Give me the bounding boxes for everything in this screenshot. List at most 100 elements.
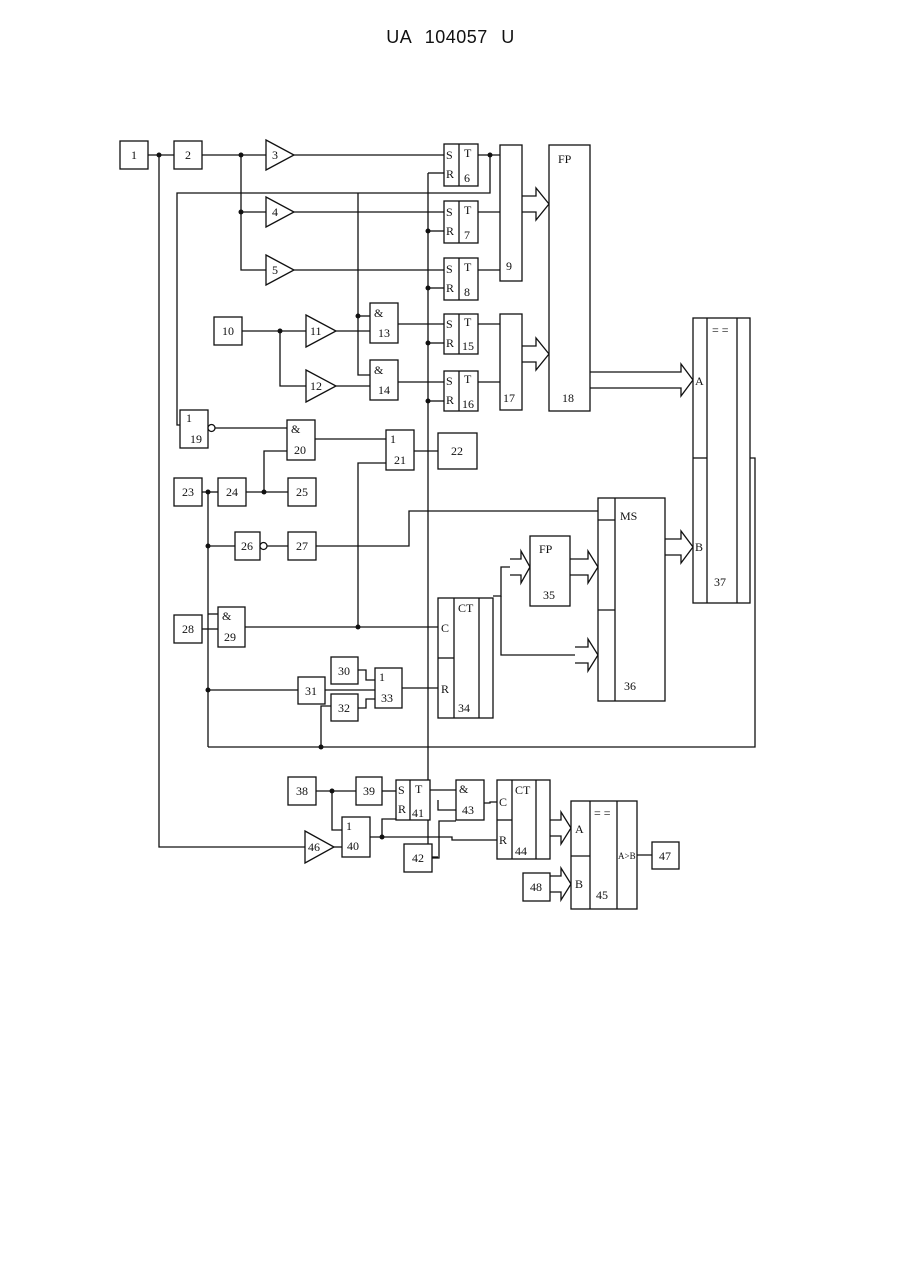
or-gate-21: 1 21 [386, 430, 414, 470]
or-gate-33: 1 33 [375, 668, 402, 708]
svg-text:&: & [291, 422, 301, 436]
svg-text:3: 3 [272, 148, 278, 162]
svg-text:7: 7 [464, 228, 470, 242]
block-48: 48 [523, 873, 550, 901]
svg-text:= =: = = [712, 323, 729, 337]
block-30: 30 [331, 657, 358, 684]
trigger-8: S R T 8 [444, 258, 478, 300]
svg-text:CT: CT [515, 783, 531, 797]
svg-text:9: 9 [506, 259, 512, 273]
svg-text:1: 1 [346, 819, 352, 833]
block-2: 2 [174, 141, 202, 169]
svg-text:S: S [446, 148, 453, 162]
block-mux-36: MS 36 [598, 498, 665, 701]
svg-text:12: 12 [310, 379, 322, 393]
svg-text:1: 1 [379, 670, 385, 684]
svg-text:15: 15 [462, 339, 474, 353]
trigger-41: S R T 41 [396, 780, 430, 820]
svg-text:= =: = = [594, 806, 611, 820]
svg-text:38: 38 [296, 784, 308, 798]
block-17: 17 [500, 314, 522, 410]
svg-text:42: 42 [412, 851, 424, 865]
svg-text:39: 39 [363, 784, 375, 798]
svg-text:S: S [446, 205, 453, 219]
svg-text:2: 2 [185, 148, 191, 162]
svg-text:R: R [446, 393, 454, 407]
svg-text:43: 43 [462, 803, 474, 817]
svg-text:B: B [695, 540, 703, 554]
comparator-block-37: = = A B 37 [693, 318, 750, 603]
svg-text:26: 26 [241, 539, 253, 553]
block-fp-35: FP 35 [530, 536, 570, 606]
block-23: 23 [174, 478, 202, 506]
svg-text:18: 18 [562, 391, 574, 405]
block-25: 25 [288, 478, 316, 506]
trigger-15: S R T 15 [444, 314, 478, 354]
svg-text:T: T [464, 203, 472, 217]
svg-text:R: R [446, 167, 454, 181]
or-gate-19: 1 19 [180, 410, 215, 448]
svg-text:S: S [398, 783, 405, 797]
svg-text:22: 22 [451, 444, 463, 458]
svg-text:T: T [415, 782, 423, 796]
svg-text:T: T [464, 146, 472, 160]
svg-text:S: S [446, 374, 453, 388]
svg-text:32: 32 [338, 701, 350, 715]
svg-text:19: 19 [190, 432, 202, 446]
svg-text:48: 48 [530, 880, 542, 894]
svg-text:R: R [446, 336, 454, 350]
block-28: 28 [174, 615, 202, 643]
svg-text:MS: MS [620, 509, 637, 523]
svg-text:C: C [499, 795, 507, 809]
svg-text:A: A [575, 822, 584, 836]
svg-text:B: B [575, 877, 583, 891]
svg-text:S: S [446, 262, 453, 276]
block-9: 9 [500, 145, 522, 281]
svg-text:21: 21 [394, 453, 406, 467]
svg-text:11: 11 [310, 324, 322, 338]
block-47: 47 [652, 842, 679, 869]
svg-text:1: 1 [186, 411, 192, 425]
svg-text:5: 5 [272, 263, 278, 277]
block-27: 27 [288, 532, 316, 560]
svg-text:R: R [398, 802, 406, 816]
svg-text:T: T [464, 372, 472, 386]
comparator-block-45: = = A B 45 A>B [571, 801, 637, 909]
svg-text:10: 10 [222, 324, 234, 338]
svg-text:&: & [222, 609, 232, 623]
svg-text:29: 29 [224, 630, 236, 644]
counter-44: CT C R 44 [497, 780, 550, 859]
svg-text:14: 14 [378, 383, 390, 397]
svg-text:CT: CT [458, 601, 474, 615]
svg-text:23: 23 [182, 485, 194, 499]
block-22: 22 [438, 433, 477, 469]
comparator-3: 3 [266, 140, 294, 170]
block-42: 42 [404, 844, 432, 872]
svg-text:&: & [459, 782, 469, 796]
svg-text:24: 24 [226, 485, 238, 499]
svg-text:&: & [374, 306, 384, 320]
svg-text:35: 35 [543, 588, 555, 602]
svg-text:C: C [441, 621, 449, 635]
svg-text:28: 28 [182, 622, 194, 636]
block-39: 39 [356, 777, 382, 805]
svg-text:33: 33 [381, 691, 393, 705]
block-32: 32 [331, 694, 358, 721]
svg-text:R: R [446, 224, 454, 238]
svg-text:36: 36 [624, 679, 636, 693]
junction-dots [157, 153, 493, 840]
svg-text:17: 17 [503, 391, 515, 405]
block-1: 1 [120, 141, 148, 169]
svg-text:1: 1 [390, 432, 396, 446]
and-gate-43: & 43 [456, 780, 484, 820]
svg-text:40: 40 [347, 839, 359, 853]
svg-text:37: 37 [714, 575, 726, 589]
comparator-4: 4 [266, 197, 294, 227]
svg-text:31: 31 [305, 684, 317, 698]
svg-text:16: 16 [462, 397, 474, 411]
svg-text:45: 45 [596, 888, 608, 902]
svg-text:13: 13 [378, 326, 390, 340]
block-24: 24 [218, 478, 246, 506]
svg-text:4: 4 [272, 205, 278, 219]
